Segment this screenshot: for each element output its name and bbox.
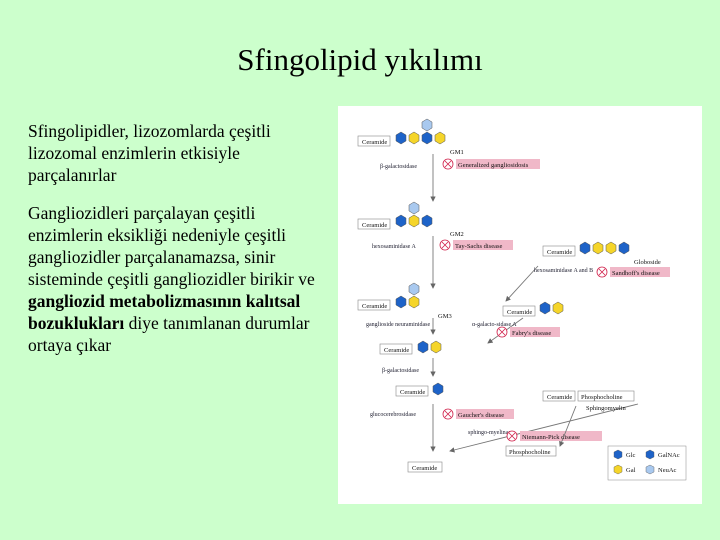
paragraph-2: Gangliozidleri parçalayan çeşitli enziml… <box>28 202 318 356</box>
slide-title: Sfingolipid yıkılımı <box>237 42 483 77</box>
disease-sandhoff: Sandhoff's disease <box>612 270 660 277</box>
disease-gm1: Generalized gangliosidosis <box>458 162 529 169</box>
ceramide-label-2: Ceramide <box>362 222 387 229</box>
diagram-svg: Ceramide Ceramide Ceramide Ceramide Cera… <box>357 118 687 481</box>
enzyme-gluco: glucocerebrosidase <box>370 412 416 418</box>
disease-boxes: Generalized gangliosidosis Tay-Sachs dis… <box>439 158 670 442</box>
ceramide-label-6: Ceramide <box>412 465 437 472</box>
legend-glc: Glc <box>626 452 636 459</box>
gm2-label: GM2 <box>450 231 464 238</box>
paragraph-1: Sfingolipidler, lizozomlarda çeşitli liz… <box>28 121 271 185</box>
sugar-hexagons <box>395 118 630 396</box>
enzyme-beta-gal: β-galactosidase <box>380 164 417 170</box>
enzyme-beta-gal-2: β-galactosidase <box>382 368 419 374</box>
phosphocholine-label: Phosphocholine <box>581 394 623 401</box>
phosphocholine-label-2: Phosphocholine <box>509 449 551 456</box>
disease-niemann: Niemann-Pick disease <box>522 434 580 441</box>
sphingomyelin-label: Sphingomyelin <box>586 405 626 412</box>
legend: Glc GalNAc Gal NeuAc <box>607 445 687 481</box>
enzyme-alpha-gal: α-galacto-sidase A <box>472 322 517 328</box>
enzyme-neur: ganglioside neuraminidase <box>366 322 430 328</box>
gm1-label: GM1 <box>450 149 464 156</box>
ceramide-label-1: Ceramide <box>362 139 387 146</box>
ceramide-label-4: Ceramide <box>384 347 409 354</box>
legend-gal: Gal <box>626 467 636 474</box>
ceramide-boxes: Ceramide Ceramide Ceramide Ceramide Cera… <box>357 135 576 473</box>
ceramide-label-9: Ceramide <box>547 394 572 401</box>
enzyme-hexab: hexosaminidase A and B <box>534 268 593 274</box>
enzyme-sphingo: sphingo-myelinase <box>468 430 514 436</box>
ceramide-label-7: Ceramide <box>547 249 572 256</box>
ceramide-label-5: Ceramide <box>400 389 425 396</box>
gm3-label: GM3 <box>438 313 452 320</box>
disease-fabry: Fabry's disease <box>512 330 551 337</box>
ceramide-label-3: Ceramide <box>362 303 387 310</box>
enzyme-hexa: hexosaminidase A <box>372 244 416 250</box>
sphingolipid-degradation-diagram: Ceramide Ceramide Ceramide Ceramide Cera… <box>338 106 702 504</box>
ceramide-label-8: Ceramide <box>507 309 532 316</box>
disease-taysachs: Tay-Sachs disease <box>455 243 502 250</box>
paragraph-2-text: Gangliozidleri parçalayan çeşitli enziml… <box>28 203 315 289</box>
legend-galnac: GalNAc <box>658 452 680 459</box>
legend-neuac: NeuAc <box>658 467 677 474</box>
globoside-label: Globoside <box>634 259 661 266</box>
disease-gaucher: Gaucher's disease <box>458 412 504 419</box>
paragraph-2-bold: gangliozid metabolizmasının kalıtsal boz… <box>28 291 301 333</box>
paragraph-2-end: diye tanımlanan durumlar ortaya çıkar <box>28 313 310 355</box>
